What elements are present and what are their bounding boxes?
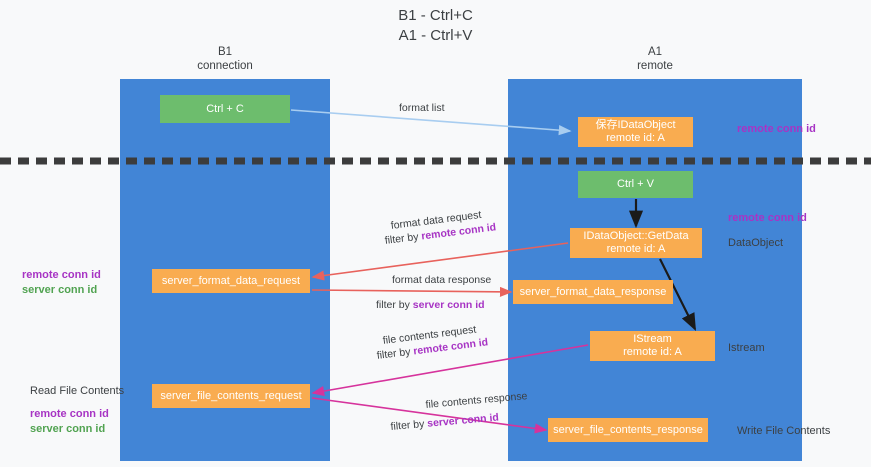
node-label: server_format_data_response [519,285,667,298]
node-label: Ctrl + C [206,102,244,115]
node-label: Ctrl + V [617,178,654,190]
annotation-remote-conn-id: remote conn id [22,269,101,281]
node-server-format-data-request[interactable]: server_format_data_request [152,269,310,293]
node-idataobject-getdata[interactable]: IDataObject::GetData remote id: A [570,228,702,258]
annotation-read-file-contents: Read File Contents [30,385,125,397]
node-label: 保存IDataObject [595,119,676,131]
node-label: IStream [633,333,672,345]
edge-label-file-contents-response-filter: filter by server conn id [390,411,499,434]
node-ctrl-v[interactable]: Ctrl + V [578,171,693,198]
node-label: server_file_contents_response [553,423,703,436]
edge-label-format-data-response: format data response [392,274,492,286]
annotation-dataobject: DataObject [728,237,784,249]
node-server-format-data-response[interactable]: server_format_data_response [513,280,673,304]
annotation-istream: Istream [728,342,765,354]
annotation-conn-ids-upper: remote conn id server conn id [22,268,101,298]
annotation-server-conn-id: server conn id [30,423,106,435]
filter-prefix: filter by [376,345,415,362]
node-server-file-contents-request[interactable]: server_file_contents_request [152,384,310,408]
annotation-remote-conn-id-top: remote conn id [737,123,816,135]
column-header-b1: B1 connection [197,46,253,72]
annotation-write-file-contents: Write File Contents [737,425,831,437]
edge-label-format-list: format list [399,102,445,114]
node-save-idataobject[interactable]: 保存IDataObject remote id: A [578,117,693,147]
annotation-server-conn-id: server conn id [22,284,98,296]
filter-prefix: filter by [376,299,413,311]
filter-prefix: filter by [390,417,428,433]
edge-label-format-data-response-filter: filter by server conn id [376,298,485,312]
page-title: B1 - Ctrl+C A1 - Ctrl+V [398,7,473,44]
node-sublabel: remote id: A [606,243,666,255]
node-sublabel: remote id: A [623,346,682,358]
node-istream[interactable]: IStream remote id: A [590,331,715,361]
node-label: server_file_contents_request [160,389,302,402]
annotation-remote-conn-id: remote conn id [30,408,109,420]
node-server-file-contents-response[interactable]: server_file_contents_response [548,418,708,442]
node-label: server_format_data_request [161,274,301,287]
filter-prefix: filter by [384,230,423,247]
annotation-remote-conn-id-mid: remote conn id [728,212,807,224]
filter-key-server-conn-id: server conn id [426,411,500,430]
annotation-read-file-contents-group: Read File Contents remote conn id server… [30,384,124,437]
node-sublabel: remote id: A [606,132,665,144]
column-header-a1: A1 remote [637,46,673,72]
node-ctrl-c[interactable]: Ctrl + C [160,95,290,123]
filter-key-server-conn-id: server conn id [412,299,485,311]
node-label: IDataObject::GetData [583,230,689,242]
